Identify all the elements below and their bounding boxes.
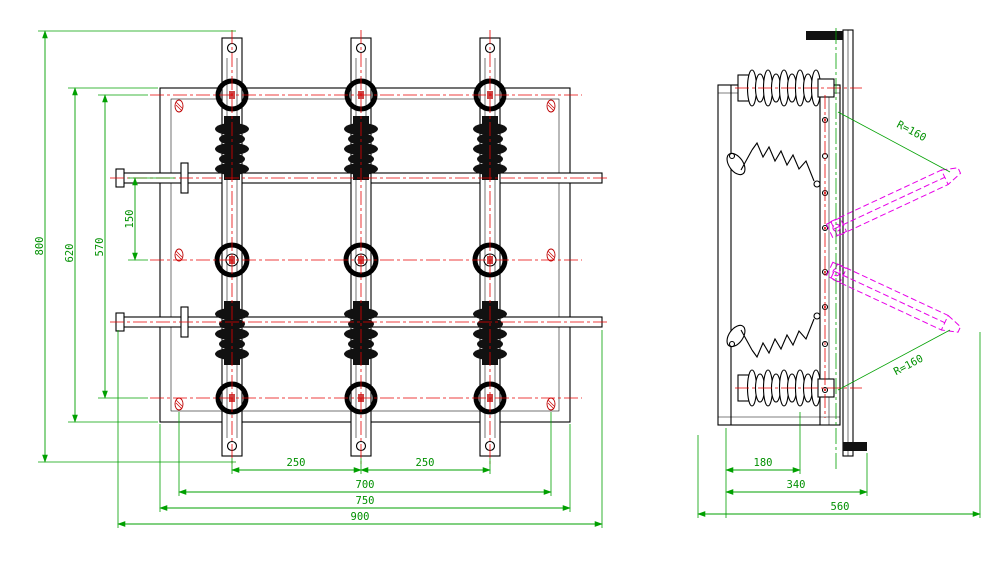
lower-swing-arm [825, 261, 962, 333]
dim-label-frame-width: 750 [356, 495, 375, 507]
bolt-hole [546, 397, 556, 411]
side-view: R=160 R=160 180 340 560 [697, 28, 981, 518]
bolt-hole [546, 248, 556, 262]
dim-label-overall-height: 800 [34, 237, 46, 256]
bolt-hole [546, 99, 556, 113]
dim-label-insulator-depth: 180 [754, 457, 773, 469]
upper-spring-insulator [726, 141, 821, 188]
dim-label-phase-pitch-left: 250 [287, 457, 306, 469]
dim-label-radius-lower: R=160 [892, 353, 926, 378]
dim-label-overall-depth: 560 [831, 501, 850, 513]
front-dimensions: 800 620 570 150 250 250 700 750 900 [34, 30, 603, 528]
front-view: 800 620 570 150 250 250 700 750 900 [34, 30, 608, 528]
dim-label-mounting-width: 700 [356, 479, 375, 491]
dim-label-radius-upper: R=160 [895, 119, 929, 144]
bolt-hole [174, 248, 184, 262]
front-centerlines [110, 94, 608, 399]
dim-label-arm-offset: 150 [124, 210, 136, 229]
side-frame [717, 84, 841, 426]
bolt-hole [174, 397, 184, 411]
upper-swing-arm [825, 167, 962, 239]
lower-spring-insulator [726, 312, 821, 359]
dim-label-phase-pitch-right: 250 [416, 457, 435, 469]
bolt-hole [174, 99, 184, 113]
dim-label-frame-height: 620 [64, 244, 76, 263]
side-centerlines [735, 28, 862, 472]
dim-label-overall-width: 900 [351, 511, 370, 523]
dim-label-pole-span: 570 [94, 238, 106, 257]
dim-label-mid-depth: 340 [787, 479, 806, 491]
